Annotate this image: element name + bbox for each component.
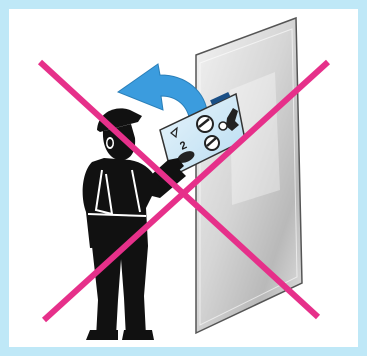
prohibition-illustration: 2 <box>0 0 367 356</box>
